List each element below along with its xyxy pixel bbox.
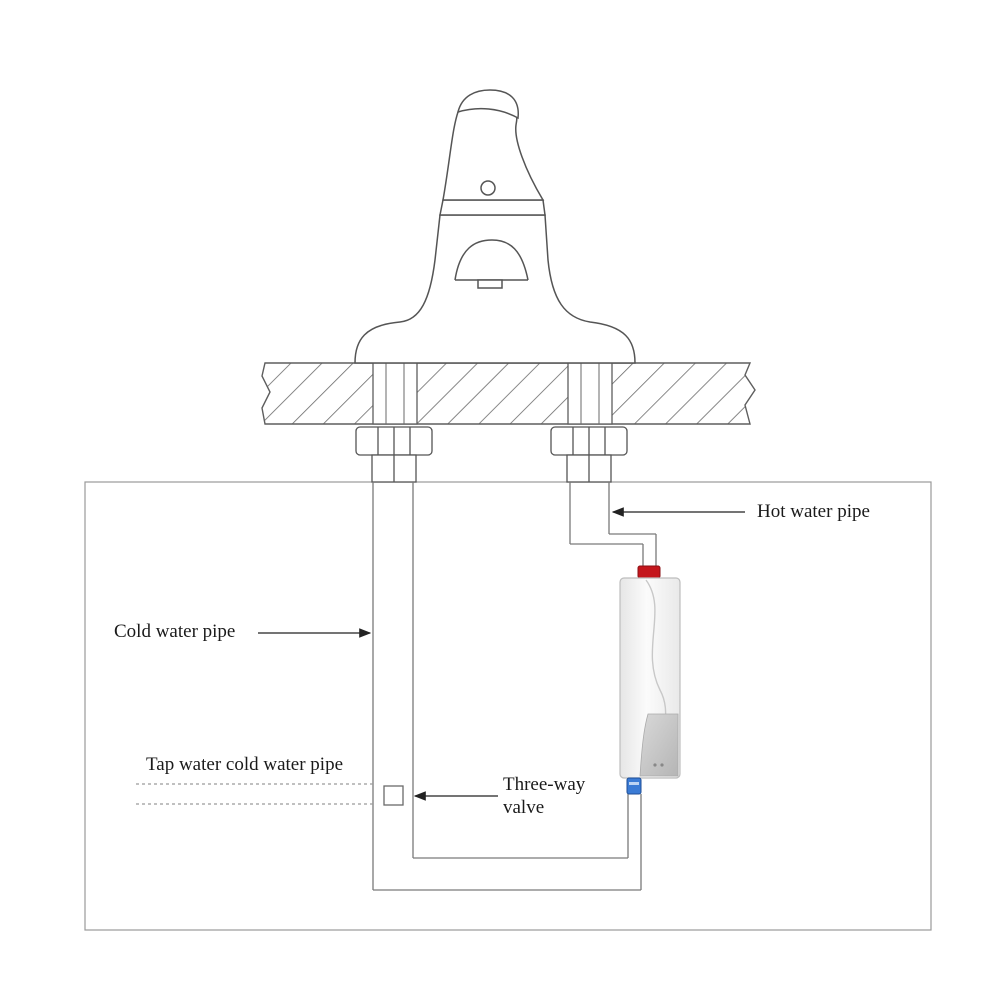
hot-water-pipe-lines	[569, 482, 657, 568]
water-heater	[619, 565, 681, 795]
hot-inlet-fitting	[550, 426, 628, 483]
three-way-valve-label-line2: valve	[503, 797, 545, 818]
three-way-valve	[383, 785, 404, 806]
countertop	[261, 362, 756, 425]
faucet	[354, 89, 636, 364]
tap-water-pipe-dashed	[136, 783, 373, 805]
cold-water-pipe-lines	[372, 482, 642, 891]
three-way-valve-label-line1: Three-way	[503, 774, 586, 795]
hot-water-pipe-label: Hot water pipe	[757, 501, 870, 522]
hot-connector	[637, 565, 661, 579]
three-way-valve-label: Three-way valve	[503, 773, 585, 819]
cold-connector	[626, 777, 642, 795]
cabinet-frame	[84, 481, 932, 931]
cold-water-pipe-label: Cold water pipe	[114, 621, 236, 642]
tap-water-cold-water-pipe-label: Tap water cold water pipe	[146, 754, 344, 775]
cold-inlet-fitting	[355, 426, 433, 483]
annotation-arrows	[258, 507, 745, 801]
